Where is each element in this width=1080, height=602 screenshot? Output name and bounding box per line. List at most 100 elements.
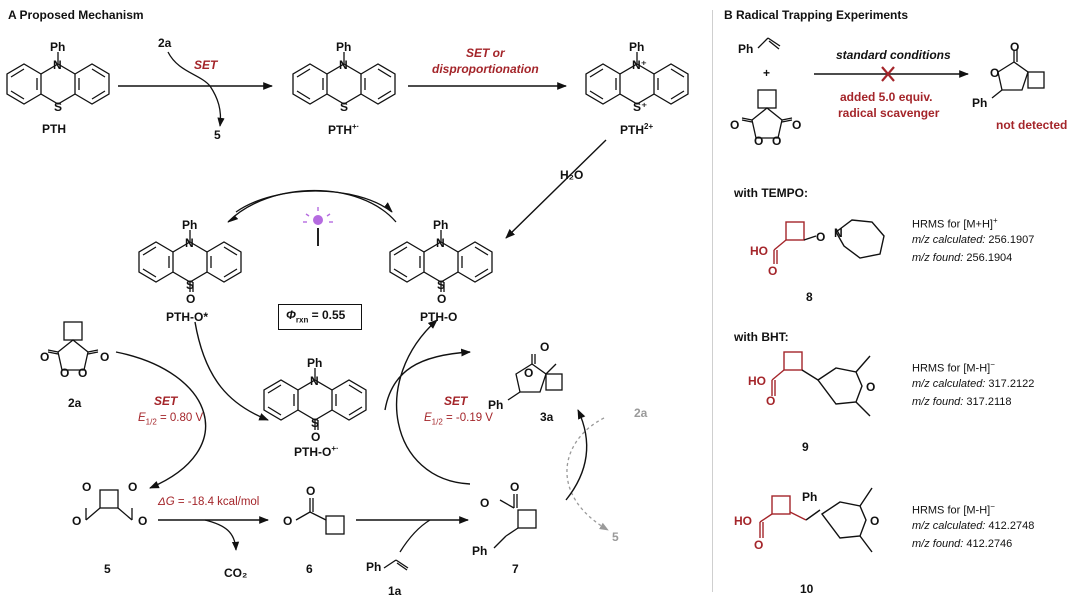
hrms-9-sup: − xyxy=(990,360,995,369)
label-8: 8 xyxy=(806,290,813,304)
left-2a-o2: O xyxy=(100,350,110,364)
pth-dication-s: S⁺ xyxy=(633,100,648,114)
b-plus: + xyxy=(763,66,771,80)
c6-o-minus: O xyxy=(283,514,293,528)
3a-carbonyl-o: O xyxy=(540,340,550,354)
pth-o-radcat-s: S xyxy=(311,416,320,430)
standard-conditions-label: standard conditions xyxy=(836,48,951,62)
3a-phenyl: Ph xyxy=(488,398,504,412)
pth-o-radcat-phenyl: Ph xyxy=(307,356,323,370)
c7-o: O xyxy=(510,480,520,494)
label-7: 7 xyxy=(512,562,519,576)
calc-9-label: m/z calculated: xyxy=(912,378,986,390)
c9-o-carbonyl: O xyxy=(766,394,776,408)
dg-value: = -18.4 kcal/mol xyxy=(174,496,260,508)
panel-b-title: B Radical Trapping Experiments xyxy=(724,8,909,22)
label-10: 10 xyxy=(800,582,814,596)
label-5-bottom: 5 xyxy=(104,562,111,576)
c10-phenyl: Ph xyxy=(802,490,818,504)
e-left-sub: 1/2 xyxy=(145,417,157,427)
pth-o-star-o: O xyxy=(186,292,196,306)
grey-2a-label: 2a xyxy=(634,406,648,420)
pth-dication-n: N⁺ xyxy=(632,58,647,72)
set-or-label: SET or xyxy=(466,46,505,60)
hrms-10-sup: − xyxy=(990,502,995,511)
with-tempo-label: with TEMPO: xyxy=(734,186,808,200)
label-6: 6 xyxy=(306,562,313,576)
found-8-value: 256.1904 xyxy=(963,252,1013,264)
c10-ho: HO xyxy=(734,514,752,528)
c5-o4: O xyxy=(138,514,148,528)
calc-8-value: 256.1907 xyxy=(985,234,1035,246)
not-detected-label: not detected xyxy=(996,118,1068,132)
hrms-8-sup: + xyxy=(992,216,998,225)
calc-9-value: 317.2122 xyxy=(985,378,1035,390)
hrms-10-label: HRMS for [M-H] xyxy=(912,504,991,517)
co2-label: CO₂ xyxy=(224,566,248,580)
light-bulb-icon xyxy=(303,207,333,246)
compound-2a-structure xyxy=(47,321,99,371)
e-right-symbol: E xyxy=(424,412,432,424)
pth-radcat-phenyl: Ph xyxy=(336,40,352,54)
left-2a-o3: O xyxy=(60,366,70,380)
pth-radcat-n: N xyxy=(339,58,348,72)
e-left-symbol: E xyxy=(138,412,146,424)
pth-dication-sup: 2+ xyxy=(644,122,654,131)
set-left-label: SET xyxy=(154,394,178,408)
e-right-value: = -0.19 V xyxy=(442,412,493,424)
product-5-top: 5 xyxy=(214,128,221,142)
phi-value: = 0.55 xyxy=(308,308,346,322)
c10-o-carbonyl: O xyxy=(754,538,764,552)
pth-radcat-sup: +· xyxy=(352,122,360,131)
c10-quinone-o: O xyxy=(870,514,880,528)
compound-6-structure xyxy=(295,498,345,535)
calc-10-value: 412.2748 xyxy=(985,520,1035,532)
panel-divider xyxy=(712,10,713,592)
c8-ho: HO xyxy=(750,244,768,258)
c7-o-minus: O xyxy=(480,496,490,510)
set-right-label: SET xyxy=(444,394,468,408)
pth-o-n: N xyxy=(436,236,445,250)
compound-9-structure xyxy=(771,351,871,417)
pth-o-phenyl: Ph xyxy=(433,218,449,232)
label-1a: 1a xyxy=(388,584,402,598)
styrene-1a-structure xyxy=(383,559,409,571)
styrene-phenyl: Ph xyxy=(366,560,382,574)
found-10-label: m/z found: xyxy=(912,538,964,550)
pth-o-o: O xyxy=(437,292,447,306)
b-2a-o2: O xyxy=(792,118,802,132)
label-3a: 3a xyxy=(540,410,554,424)
phi-symbol: Φ xyxy=(286,308,296,322)
radical-scavenger-label: radical scavenger xyxy=(838,106,940,120)
pth-dication-label: PTH xyxy=(620,123,644,137)
found-8-label: m/z found: xyxy=(912,252,964,264)
c9-ho: HO xyxy=(748,374,766,388)
label-2a-left: 2a xyxy=(68,396,82,410)
found-9-value: 317.2118 xyxy=(963,396,1012,408)
pth-o-star-phenyl: Ph xyxy=(182,218,198,232)
pth-radcat-label: PTH xyxy=(328,123,352,137)
label-9: 9 xyxy=(802,440,809,454)
e-left-value: = 0.80 V xyxy=(156,412,204,424)
found-10-value: 412.2746 xyxy=(963,538,1013,550)
b-2a-o4: O xyxy=(772,134,782,148)
pth-phenyl-label: Ph xyxy=(50,40,66,54)
compound-2a-panel-b-structure xyxy=(741,89,793,139)
hrms-8-label: HRMS for [M+H] xyxy=(912,218,993,231)
set-top-label: SET xyxy=(194,58,218,72)
phi-sub: rxn xyxy=(295,315,309,325)
pth-o-star-s: S xyxy=(186,278,195,292)
with-bht-label: with BHT: xyxy=(734,330,789,344)
c8-o-carbonyl: O xyxy=(768,264,778,278)
compound-10-structure xyxy=(759,487,873,553)
left-2a-o1: O xyxy=(40,350,50,364)
pth-dication-phenyl: Ph xyxy=(629,40,645,54)
calc-10-label: m/z calculated: xyxy=(912,520,986,532)
pth-n-label: N xyxy=(53,58,62,72)
pth-s-label: S xyxy=(54,100,63,114)
compound-3a-structure xyxy=(507,354,563,401)
found-9-label: m/z found: xyxy=(912,396,964,408)
b-lactone-o-ring: O xyxy=(990,66,1000,80)
calc-8-label: m/z calculated: xyxy=(912,234,986,246)
compound-5-structure xyxy=(85,489,133,521)
